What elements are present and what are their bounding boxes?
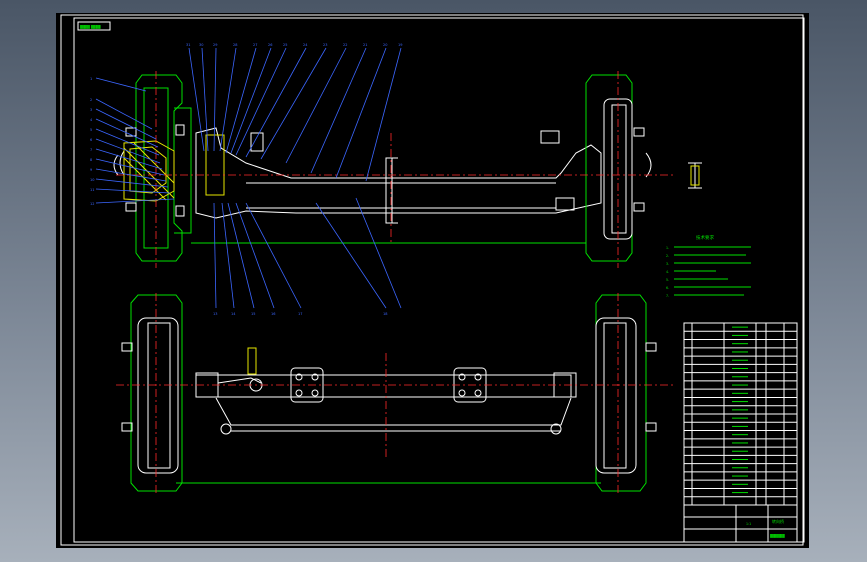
svg-text:19: 19	[398, 43, 402, 47]
callout-labels-left: 1 2 3 4 5 6 7 8 9 10 11 12	[90, 77, 94, 206]
svg-text:20: 20	[383, 43, 387, 47]
callout-labels-top: 31 30 29 28 27 26 25 24 23 22 21 20 19	[186, 43, 402, 47]
cad-drawing: ▓▓▓▓ ▓▓▓▓	[60, 14, 805, 546]
note-3: 3.	[666, 262, 669, 266]
note-7: 7.	[666, 294, 669, 298]
note-5: 5.	[666, 278, 669, 282]
svg-text:4: 4	[90, 118, 93, 122]
svg-text:10: 10	[90, 178, 94, 182]
svg-text:7: 7	[90, 148, 92, 152]
note-2: 2.	[666, 254, 669, 258]
svg-text:11: 11	[90, 188, 94, 192]
svg-text:13: 13	[213, 312, 217, 316]
drawing-inner-border	[73, 17, 805, 543]
callout-labels-bottom: 13 14 15 16 17 18	[213, 312, 387, 316]
svg-text:22: 22	[343, 43, 347, 47]
svg-text:24: 24	[303, 43, 308, 47]
svg-text:26: 26	[268, 43, 272, 47]
corner-tag-text: ▓▓▓▓ ▓▓▓▓	[80, 25, 101, 29]
note-6: 6.	[666, 286, 669, 290]
corner-tag-box	[77, 21, 111, 31]
title-block: 1:1 转向桥 ▓▓▓▓▓▓	[683, 504, 798, 543]
note-4: 4.	[666, 270, 669, 274]
svg-text:8: 8	[90, 158, 92, 162]
svg-text:18: 18	[383, 312, 387, 316]
svg-text:31: 31	[186, 43, 190, 47]
title-block-name: 转向桥	[772, 518, 784, 524]
svg-text:1: 1	[90, 77, 92, 81]
svg-text:28: 28	[233, 43, 237, 47]
svg-text:6: 6	[90, 138, 92, 142]
bottom-view	[116, 293, 676, 493]
svg-text:16: 16	[271, 312, 275, 316]
top-view	[113, 71, 676, 268]
svg-text:29: 29	[213, 43, 217, 47]
svg-text:5: 5	[90, 128, 92, 132]
technical-notes: 技术要求 1. 2. 3. 4. 5. 6. 7.	[666, 234, 751, 298]
svg-text:27: 27	[253, 43, 257, 47]
callout-leaders-top	[95, 47, 402, 309]
title-block-scale: 1:1	[746, 522, 751, 526]
svg-text:15: 15	[251, 312, 255, 316]
svg-text:25: 25	[283, 43, 287, 47]
parts-list-table	[683, 322, 798, 506]
notes-title: 技术要求	[696, 234, 714, 241]
cad-drawing-viewport[interactable]: ▓▓▓▓ ▓▓▓▓	[56, 13, 809, 548]
note-1: 1.	[666, 246, 669, 250]
title-block-code: ▓▓▓▓▓▓	[770, 534, 785, 538]
svg-text:17: 17	[298, 312, 302, 316]
drawing-border	[60, 14, 804, 546]
svg-text:30: 30	[199, 43, 203, 47]
svg-text:23: 23	[323, 43, 327, 47]
svg-text:2: 2	[90, 98, 92, 102]
section-symbol	[688, 162, 702, 189]
svg-text:9: 9	[90, 168, 92, 172]
svg-text:21: 21	[363, 43, 367, 47]
svg-text:3: 3	[90, 108, 92, 112]
svg-text:12: 12	[90, 202, 94, 206]
svg-text:14: 14	[231, 312, 236, 316]
